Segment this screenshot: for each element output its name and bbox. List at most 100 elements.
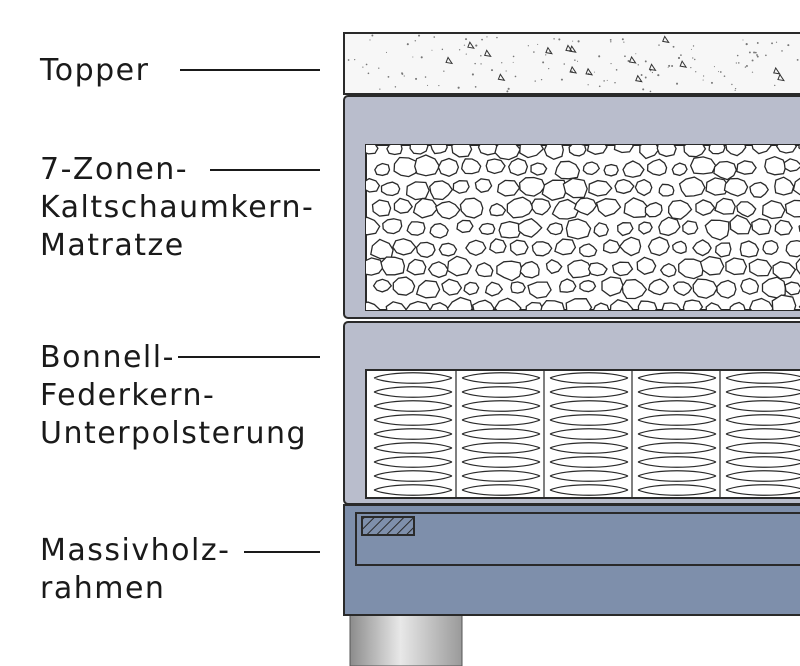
speckle-dot: [748, 51, 751, 54]
foam-cell: [385, 301, 408, 310]
foam-cell: [658, 216, 681, 237]
speckle-dot: [680, 54, 682, 56]
foam-cell: [392, 276, 416, 296]
speckle-dot: [735, 62, 737, 64]
bed-leg: [349, 613, 463, 666]
foam-cell: [451, 145, 473, 158]
speckle-dot: [572, 40, 574, 42]
speckle-dot: [457, 86, 460, 89]
speckle-dot: [614, 81, 616, 84]
foam-cell: [392, 238, 417, 256]
speckle-dot: [702, 75, 705, 77]
foam-cell: [371, 199, 392, 217]
label-mattress: 7-Zonen- Kaltschaumkern- Matratze: [40, 151, 314, 265]
speckle-dot: [474, 85, 477, 88]
foam-cell: [518, 176, 546, 197]
speckle-dot: [443, 70, 445, 72]
foam-cell: [602, 239, 621, 254]
speckle-dot: [603, 80, 605, 82]
foam-cell: [567, 259, 592, 279]
foam-cell: [405, 300, 431, 310]
foam-cell: [559, 278, 577, 293]
label-mattress-line-3: Matratze: [40, 228, 185, 263]
speckle-dot: [692, 57, 694, 59]
foam-cell: [446, 255, 472, 277]
speckle-dot: [553, 38, 555, 40]
foam-cell: [617, 222, 634, 237]
foam-cell: [415, 241, 436, 258]
foam-cell: [714, 242, 732, 258]
foam-cell: [714, 197, 736, 215]
foam-cell: [463, 281, 480, 296]
speckle-triangle: [569, 65, 578, 74]
speckle-dot: [606, 79, 608, 81]
foam-cell: [546, 222, 564, 236]
foam-cell: [638, 221, 653, 235]
foam-cell: [531, 241, 553, 257]
speckle-dot: [418, 34, 421, 37]
foam-cell: [774, 219, 793, 236]
label-spring-line-2: Federkern-: [40, 378, 216, 413]
speckle-dot: [486, 36, 488, 38]
foam-cell: [636, 256, 657, 276]
foam-cell: [601, 276, 624, 297]
speckle-triangle: [545, 46, 553, 55]
foam-cell: [374, 162, 391, 177]
foam-cell: [774, 176, 795, 196]
speckle-dot: [465, 38, 468, 41]
topper-layer: [343, 32, 800, 95]
foam-cell: [406, 258, 427, 276]
foam-cell: [551, 198, 580, 220]
spring-layer: [343, 321, 800, 505]
foam-cell: [723, 177, 749, 197]
foam-cell: [405, 181, 430, 201]
foam-cell: [678, 176, 706, 197]
speckle-dot: [512, 61, 514, 63]
foam-cell: [478, 222, 496, 235]
speckle-dot: [742, 39, 744, 41]
speckle-dot: [403, 75, 405, 77]
foam-cell: [639, 145, 660, 160]
foam-cell: [393, 156, 420, 178]
speckle-dot: [431, 49, 433, 51]
foam-cell: [739, 240, 760, 258]
foam-cell: [475, 262, 494, 278]
foam-cell: [471, 299, 495, 310]
foam-cell: [489, 238, 507, 254]
foam-cell: [748, 297, 774, 310]
coil-spring: [461, 372, 541, 496]
speckle-dot: [576, 60, 579, 62]
foam-cell: [622, 160, 645, 178]
speckle-triangle: [648, 63, 657, 72]
foam-cell: [736, 160, 757, 175]
speckle-triangle: [628, 55, 637, 64]
foam-cell: [623, 197, 650, 219]
speckle-dot: [774, 84, 776, 87]
foam-cell: [541, 179, 568, 201]
foam-cell: [414, 154, 441, 177]
speckle-dot: [394, 86, 397, 88]
foam-cell: [366, 216, 381, 236]
speckle-dot: [475, 44, 478, 47]
speckle-dot: [420, 56, 423, 59]
foam-cell: [565, 298, 593, 310]
foam-cell: [667, 199, 693, 220]
speckle-dot: [765, 54, 767, 57]
foam-cell: [784, 199, 800, 218]
foam-cell: [647, 278, 670, 296]
speckle-dot: [787, 44, 790, 47]
foam-cell: [465, 239, 487, 257]
foam-cell: [672, 240, 687, 255]
foam-cell: [506, 196, 534, 219]
foam-cell: [435, 200, 461, 220]
speckle-dot: [627, 59, 630, 62]
foam-cell: [699, 255, 725, 276]
foam-cell: [565, 218, 592, 240]
speckle-dot: [577, 40, 580, 43]
foam-cell: [437, 157, 460, 178]
foam-cell: [764, 156, 787, 176]
speckle-dot: [649, 90, 652, 93]
speckle-dot: [414, 40, 417, 42]
speckle-dot: [610, 62, 612, 65]
